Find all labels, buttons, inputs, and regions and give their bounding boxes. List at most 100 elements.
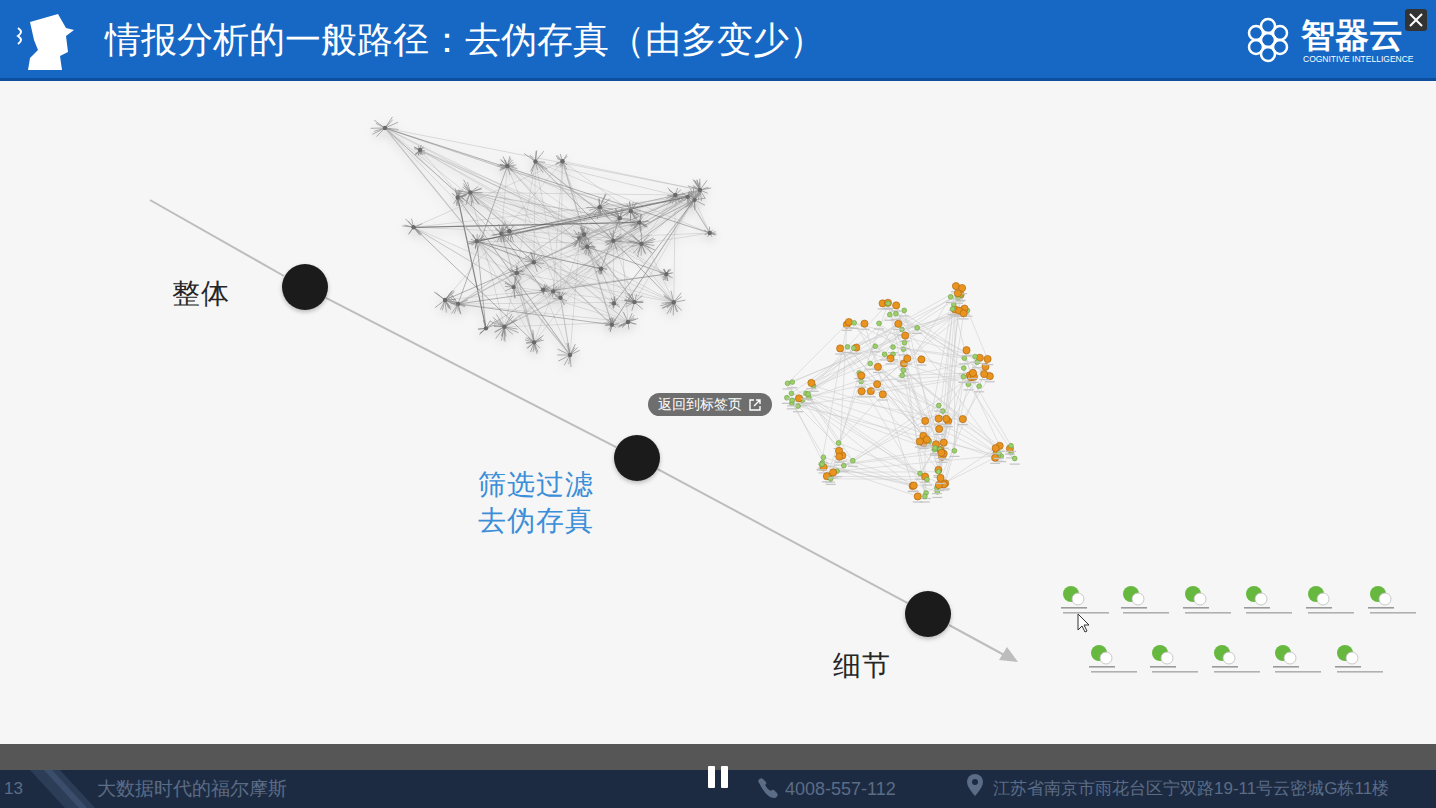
node-caption-mark <box>974 391 984 392</box>
node-caption-mark <box>948 314 958 315</box>
network-hub <box>507 229 511 233</box>
network-link <box>822 464 918 496</box>
orange-node <box>904 355 911 362</box>
node-caption-mark <box>940 488 950 489</box>
node-caption-mark <box>872 389 882 390</box>
icon-caption-mark <box>1183 607 1209 609</box>
node-caption-mark <box>783 388 793 389</box>
network-link <box>954 350 966 451</box>
network-link <box>847 311 967 347</box>
icon-caption-mark <box>1246 612 1292 614</box>
green-node <box>790 380 795 385</box>
dandelion-spike <box>641 239 655 244</box>
node-caption-mark <box>934 410 944 411</box>
orange-node <box>935 466 942 473</box>
network-link <box>458 198 570 355</box>
icon-caption-mark <box>1244 607 1270 609</box>
icon-caption-mark <box>1368 607 1394 609</box>
network-link <box>788 383 937 488</box>
network-link <box>535 162 673 303</box>
node-caption-mark <box>983 364 993 365</box>
network-link <box>470 192 675 195</box>
network-link <box>971 377 1011 446</box>
network-link <box>798 406 853 461</box>
network-hub <box>468 190 472 194</box>
green-node <box>900 373 905 378</box>
orange-node <box>969 369 976 376</box>
network-link <box>674 195 676 302</box>
person-badge <box>1284 652 1296 664</box>
green-node <box>851 346 856 351</box>
title-bar-edge <box>0 78 1436 81</box>
network-link <box>822 464 913 486</box>
network-link <box>896 314 1001 456</box>
network-hub <box>505 164 509 168</box>
node-caption-mark <box>943 426 953 427</box>
footer-title: 大数据时代的福尔摩斯 <box>97 778 287 801</box>
person-badge <box>1379 593 1391 605</box>
icon-caption-mark <box>1214 671 1260 673</box>
node-caption-mark <box>958 424 968 425</box>
node-caption-mark <box>865 369 875 370</box>
network-link <box>458 207 600 304</box>
network-link <box>688 197 710 233</box>
network-link <box>802 400 925 496</box>
network-hub <box>692 198 696 202</box>
gray-network <box>371 117 717 367</box>
node-caption-mark <box>880 359 890 360</box>
network-hub <box>502 325 506 329</box>
node-caption-mark <box>793 411 803 412</box>
node-caption-mark <box>866 396 876 397</box>
network-link <box>861 381 996 453</box>
logo-icon <box>1249 19 1287 61</box>
network-hub <box>612 301 616 305</box>
icon-caption-mark <box>1123 612 1169 614</box>
network-link <box>414 197 688 227</box>
network-link <box>847 303 888 346</box>
node-caption-mark <box>883 308 893 309</box>
tooltip-pill: 返回到标签页 <box>648 393 772 416</box>
orange-node <box>910 482 917 489</box>
axis-line <box>949 625 1006 656</box>
network-link <box>445 234 501 300</box>
node-caption-mark <box>936 483 946 484</box>
icon-caption-mark <box>1335 666 1361 668</box>
network-link <box>507 166 579 238</box>
person-badge <box>1255 593 1267 605</box>
network-hub <box>597 205 601 209</box>
mouse-cursor <box>1078 614 1089 632</box>
green-node <box>850 458 855 463</box>
network-link <box>477 241 486 328</box>
network-hub <box>411 225 415 229</box>
green-node <box>962 356 967 361</box>
network-link <box>613 241 641 244</box>
network-link <box>601 269 634 302</box>
node-caption-mark <box>787 405 797 406</box>
network-hub <box>475 239 479 243</box>
orange-node <box>954 290 961 297</box>
node-caption-mark <box>912 333 922 334</box>
person-badge <box>1132 593 1144 605</box>
network-link <box>831 478 927 480</box>
external-glyph <box>750 400 760 410</box>
green-node <box>785 381 790 386</box>
network-link <box>830 476 925 477</box>
green-node <box>845 344 850 349</box>
network-hub <box>585 245 589 249</box>
logo-subtitle: COGNITIVE INTELLIGENCE <box>1303 54 1414 64</box>
node-caption-mark <box>955 300 965 301</box>
network-hub <box>484 326 488 330</box>
network-link <box>514 287 628 322</box>
network-link <box>695 200 710 233</box>
network-link <box>808 394 995 458</box>
icon-caption-mark <box>1150 666 1176 668</box>
node-caption-mark <box>856 381 866 382</box>
network-hub <box>610 323 614 327</box>
orange-node <box>858 372 865 379</box>
network-link <box>811 311 967 383</box>
network-link <box>792 400 830 476</box>
network-link <box>937 448 996 488</box>
network-hub <box>532 260 536 264</box>
green-node <box>977 384 982 389</box>
axis-line <box>150 200 284 276</box>
